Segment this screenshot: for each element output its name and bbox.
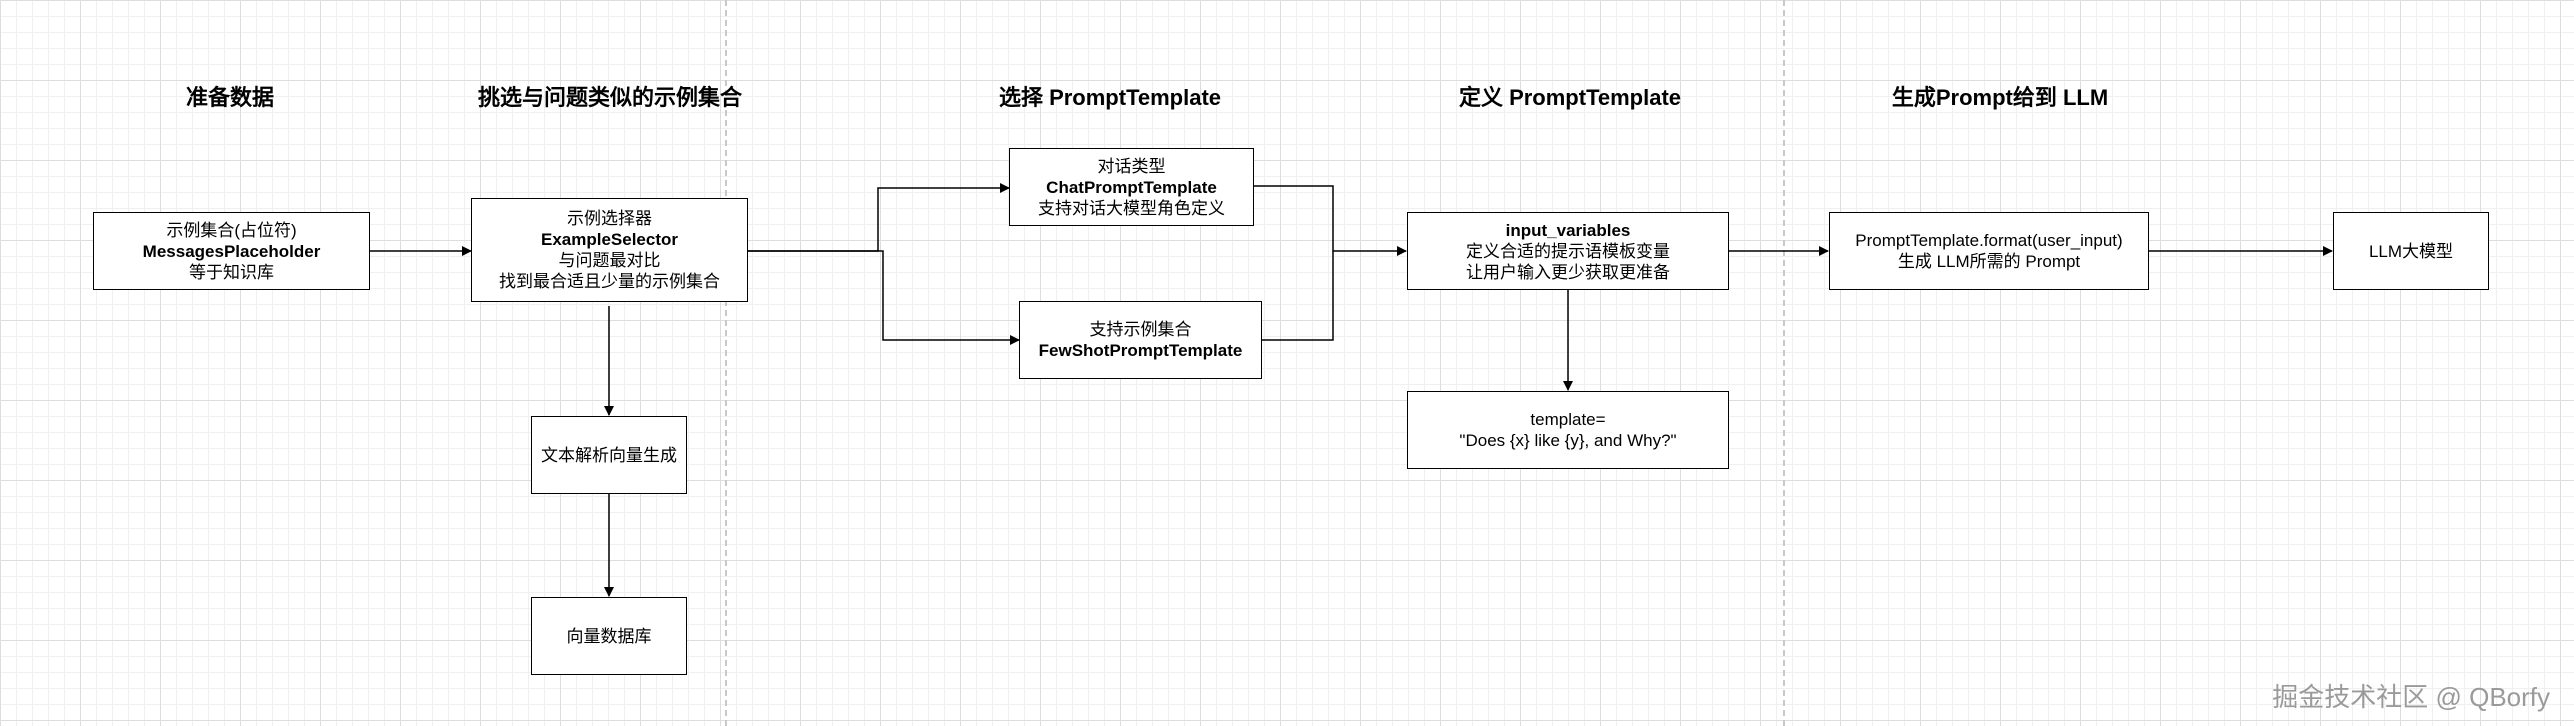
node-label: 示例集合(占位符) <box>166 220 297 240</box>
node-label: 向量数据库 <box>566 626 652 646</box>
edge-fewshot-template-to-input-variables <box>1261 251 1334 341</box>
node-label: "Does {x} like {y}, and Why?" <box>1459 431 1677 450</box>
node-format: PromptTemplate.format(user_input) 生成 LLM… <box>1829 212 2149 290</box>
node-label: 生成 LLM所需的 Prompt <box>1897 252 2081 271</box>
node-label: 支持对话大模型角色定义 <box>1038 198 1225 218</box>
node-fewshot-template: 支持示例集合 FewShotPromptTemplate <box>1019 301 1262 379</box>
heading-generate-prompt: 生成Prompt给到 LLM <box>1891 85 2109 110</box>
edge-selector-to-chat-template <box>747 183 1010 252</box>
edge-chat-template-to-input-variables <box>1253 185 1407 256</box>
node-label: input_variables <box>1505 220 1631 240</box>
node-input-variables: input_variables 定义合适的提示语模板变量 让用户输入更少获取更准… <box>1407 212 1729 290</box>
node-label: 支持示例集合 <box>1089 320 1192 339</box>
node-label: 定义合适的提示语模板变量 <box>1466 241 1670 261</box>
node-label: PromptTemplate.format(user_input) <box>1855 231 2123 250</box>
section-separator-right <box>1783 0 1785 726</box>
heading-define-template: 定义 PromptTemplate <box>1458 85 1682 110</box>
node-chat-template: 对话类型 ChatPromptTemplate 支持对话大模型角色定义 <box>1009 148 1254 226</box>
node-label: ChatPromptTemplate <box>1046 177 1217 197</box>
node-example-selector: 示例选择器 ExampleSelector 与问题最对比 找到最合适且少量的示例… <box>471 198 748 302</box>
node-label: FewShotPromptTemplate <box>1038 341 1243 360</box>
node-example-set: 示例集合(占位符) MessagesPlaceholder 等于知识库 <box>93 212 370 290</box>
node-label: 文本解析向量生成 <box>541 445 677 465</box>
watermark: 掘金技术社区 @ QBorfy <box>2272 682 2550 712</box>
node-label: 让用户输入更少获取更准备 <box>1466 262 1670 282</box>
node-label: template= <box>1530 410 1606 429</box>
heading-prepare-data: 准备数据 <box>185 85 274 110</box>
node-text-parse: 文本解析向量生成 <box>531 416 687 494</box>
node-label: ExampleSelector <box>540 230 678 249</box>
node-label: 找到最合适且少量的示例集合 <box>499 272 720 291</box>
heading-select-examples: 挑选与问题类似的示例集合 <box>477 85 742 110</box>
node-template-example: template= "Does {x} like {y}, and Why?" <box>1407 391 1729 469</box>
node-label: MessagesPlaceholder <box>142 241 321 261</box>
edge-selector-to-fewshot-template <box>747 250 1020 345</box>
node-label: 对话类型 <box>1097 156 1166 176</box>
node-label: 示例选择器 <box>567 209 652 228</box>
node-llm: LLM大模型 <box>2333 212 2489 290</box>
node-label: 与问题最对比 <box>558 251 661 270</box>
heading-choose-template: 选择 PromptTemplate <box>998 85 1222 110</box>
section-separator-left <box>725 0 727 726</box>
node-label: 等于知识库 <box>189 262 274 282</box>
node-vector-db: 向量数据库 <box>531 597 687 675</box>
node-label: LLM大模型 <box>2368 241 2454 261</box>
